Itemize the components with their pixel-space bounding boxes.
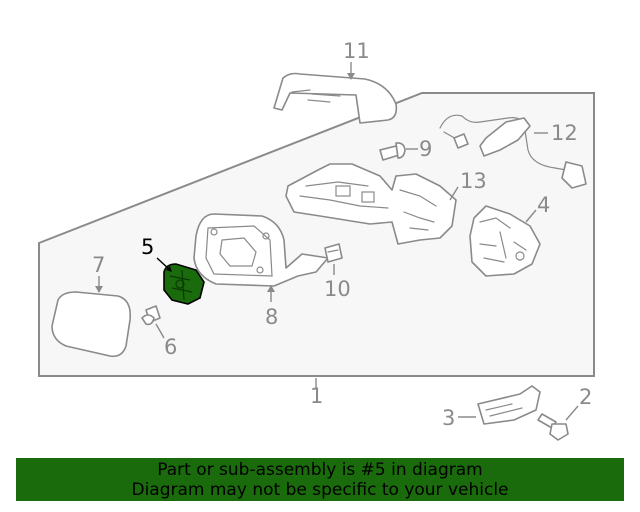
banner-line-2: Diagram may not be specific to your vehi… (131, 480, 509, 500)
callout-13: 13 (460, 169, 487, 193)
part-4-actuator-housing (469, 205, 541, 277)
banner-line-1: Part or sub-assembly is #5 in diagram (157, 460, 483, 480)
callout-6: 6 (164, 335, 177, 359)
callout-5[interactable]: 5 (141, 235, 154, 259)
part-2-bolt (537, 405, 579, 441)
part-10-clip (324, 243, 343, 275)
callout-4: 4 (537, 193, 550, 217)
callout-7: 7 (92, 253, 105, 277)
callout-3: 3 (442, 406, 455, 430)
assembly-outline (38, 92, 595, 377)
part-11-mirror-cover (273, 62, 398, 124)
part-9-screw (379, 142, 418, 161)
part-13-mirror-base (285, 163, 459, 245)
part-5-mirror-motor[interactable] (156, 257, 205, 305)
callout-2: 2 (579, 385, 592, 409)
part-8-backing-plate (193, 213, 329, 302)
part-3-bracket (458, 385, 541, 425)
part-6-screw (141, 305, 165, 339)
part-info-banner: Part or sub-assembly is #5 in diagram Di… (16, 458, 624, 501)
part-7-mirror-glass (51, 276, 132, 358)
callout-10: 10 (324, 277, 351, 301)
callout-8: 8 (265, 305, 278, 329)
callout-11: 11 (343, 39, 370, 63)
part-12-wiring-harness (439, 114, 587, 189)
callout-9: 9 (419, 137, 432, 161)
callout-1: 1 (310, 384, 323, 408)
callout-12: 12 (551, 121, 578, 145)
